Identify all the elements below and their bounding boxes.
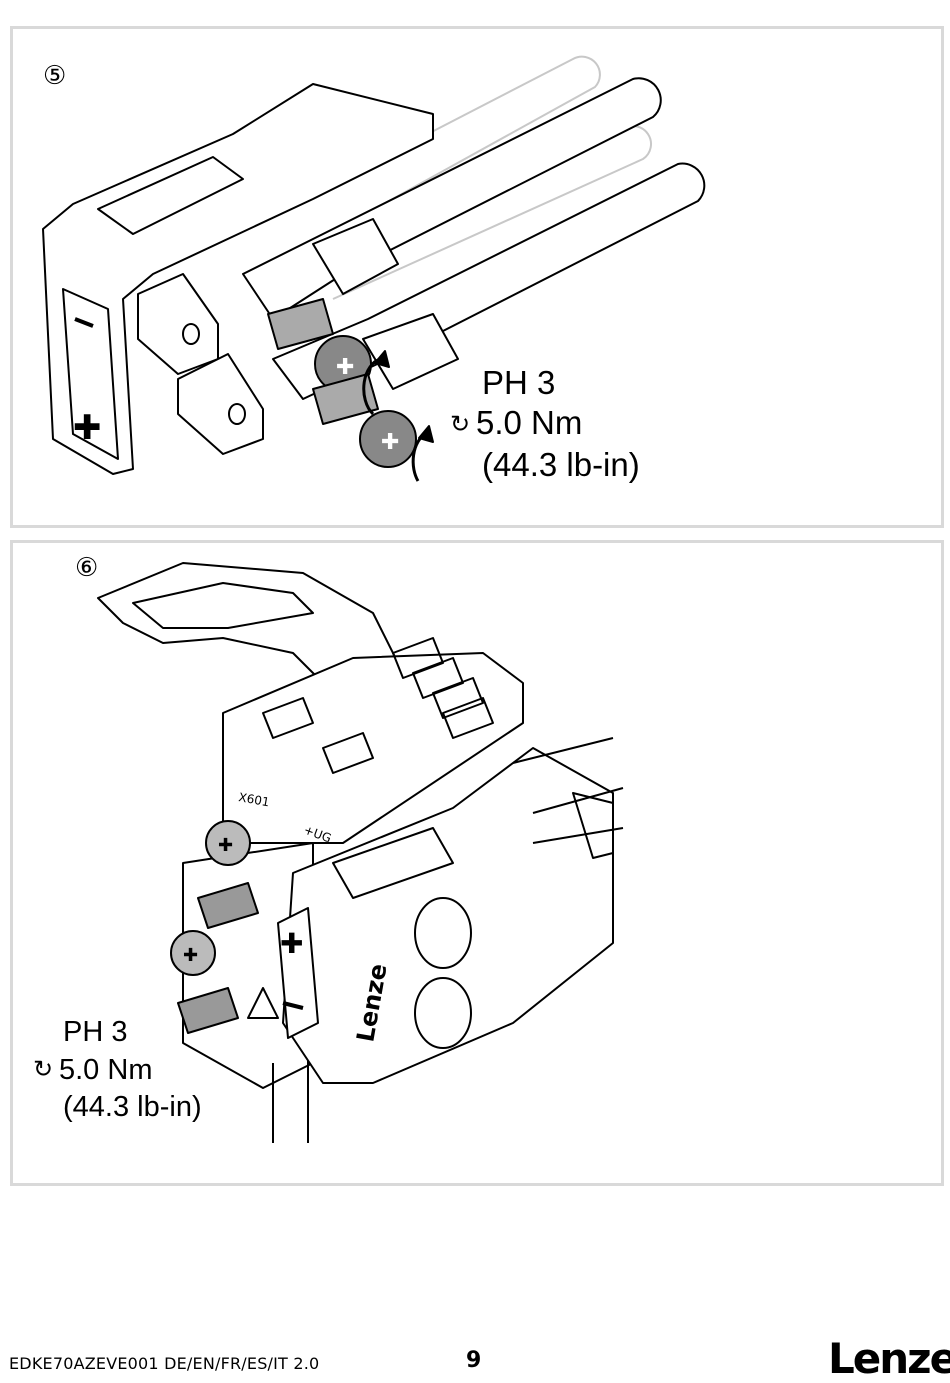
document-id: EDKE70AZEVE001 DE/EN/FR/ES/IT 2.0 <box>9 1354 320 1373</box>
terminal-label-x601: X601 <box>237 790 270 809</box>
torque-imperial: (44.3 lb-in) <box>482 446 640 483</box>
rotate-clockwise-icon: ↻ <box>33 1056 54 1083</box>
torque-value: 5.0 Nm <box>476 404 583 441</box>
illustration-panel-step-5: ✚ ✚ ✚ ⑤ <box>10 26 944 528</box>
step-number: ⑤ <box>43 61 67 91</box>
svg-text:✚: ✚ <box>280 927 303 960</box>
cable-connection-illustration: ✚ ✚ ✚ <box>42 55 706 482</box>
rotate-clockwise-icon: ↻ <box>450 411 471 438</box>
screwdriver-size: PH 3 <box>482 364 556 401</box>
svg-text:✚: ✚ <box>73 408 102 448</box>
illustration-panel-step-6: X601 +UG ✚ Lenze ✚ ✚ <box>10 540 944 1186</box>
screw-spec: PH 3 ↻5.0 Nm (44.3 lb-in) <box>450 363 640 485</box>
svg-text:✚: ✚ <box>381 430 399 455</box>
screwdriver-size: PH 3 <box>63 1016 128 1048</box>
torque-value: 5.0 Nm <box>59 1054 153 1086</box>
svg-text:✚: ✚ <box>183 945 198 966</box>
page-number: 9 <box>466 1348 482 1373</box>
lenze-logo: Lenze <box>828 1334 950 1383</box>
torque-imperial: (44.3 lb-in) <box>63 1091 202 1123</box>
step-number: ⑥ <box>75 553 99 583</box>
svg-text:✚: ✚ <box>218 835 233 856</box>
svg-text:✚: ✚ <box>336 355 354 380</box>
cover-mounting-illustration: X601 +UG ✚ Lenze ✚ ✚ <box>97 562 624 1143</box>
screw-spec: PH 3 ↻5.0 Nm (44.3 lb-in) <box>33 1014 202 1126</box>
